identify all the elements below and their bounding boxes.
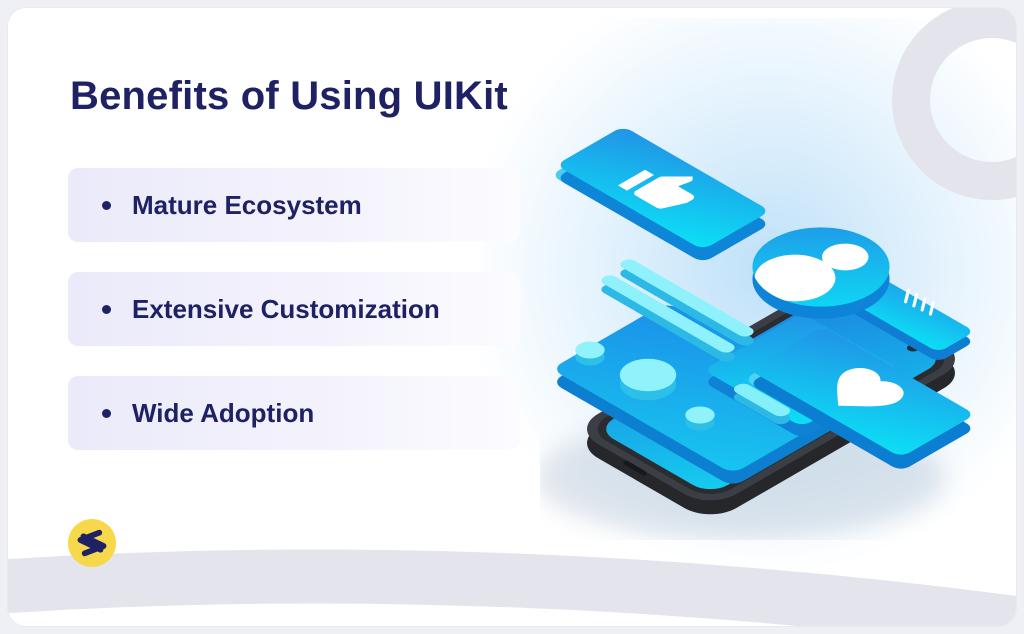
- bullet-dot-icon: [102, 408, 111, 418]
- phone-port: [623, 460, 647, 476]
- thumbs-up-icon: [617, 169, 695, 209]
- ui-dot: [575, 341, 605, 366]
- ui-dot: [619, 358, 677, 401]
- ui-dot: [685, 406, 715, 431]
- heart-icon: [837, 367, 904, 407]
- bullet-item: Extensive Customization: [68, 272, 520, 346]
- thumbs-up-card: [555, 128, 766, 261]
- slide-card: Benefits of Using UIKit Mature Ecosystem…: [8, 8, 1016, 626]
- phone-ui-illustration: [540, 128, 971, 540]
- bullet-label: Extensive Customization: [132, 293, 440, 324]
- ui-bar-short: [733, 383, 791, 425]
- heart-card: [748, 329, 971, 469]
- bullet-item: Wide Adoption: [68, 376, 520, 450]
- bullet-label: Wide Adoption: [132, 397, 315, 428]
- content-panel: [557, 305, 843, 484]
- bullet-list: Mature Ecosystem Extensive Customization…: [68, 168, 520, 480]
- ui-bar: [601, 275, 735, 362]
- bullet-item: Mature Ecosystem: [68, 168, 520, 242]
- page-title: Benefits of Using UIKit: [70, 74, 508, 118]
- ui-bar: [620, 259, 754, 346]
- avatar-disc: [752, 227, 890, 319]
- brand-logo: [68, 519, 116, 567]
- bullet-label: Mature Ecosystem: [132, 189, 362, 220]
- menu-lines-icon: [903, 288, 935, 316]
- code-brackets-icon: [77, 529, 107, 557]
- arc-decoration: [8, 549, 1016, 626]
- bullet-dot-icon: [102, 200, 111, 210]
- user-avatar-icon: [754, 243, 869, 302]
- bullet-dot-icon: [102, 304, 111, 314]
